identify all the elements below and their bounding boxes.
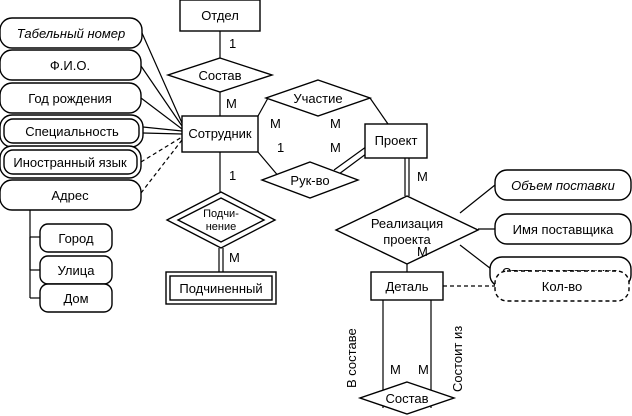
relationship-uchastie: Участие	[263, 79, 373, 117]
relationship-realizatsiya-line1: Реализация	[371, 216, 443, 231]
cardinality-sotrudnik-ruk-vo: 1	[277, 140, 284, 155]
entity-detal-label: Деталь	[386, 279, 429, 294]
attribute-gorod: Город	[39, 223, 113, 253]
attribute-dom: Дом	[39, 283, 113, 313]
entity-sotrudnik-label: Сотрудник	[188, 126, 251, 141]
attribute-inostranny-yazyk: Иностранный язык	[0, 145, 142, 179]
relationship-sostav-top-label: Состав	[198, 68, 241, 83]
attribute-god-rozhdeniya-label: Год рождения	[28, 91, 112, 106]
relationship-podchinenie-line2: нение	[206, 221, 237, 233]
relationship-podchinenie: Подчи- нение	[165, 191, 277, 249]
attribute-obem-postavki-label: Объем поставки	[511, 178, 615, 193]
role-label-sostoit-iz: Состоит из	[450, 326, 465, 392]
relationship-sostav-bottom-visible: Состав	[357, 381, 457, 415]
attribute-inostranny-yazyk-label: Иностранный язык	[13, 155, 127, 170]
attribute-imya-postavshchika: Имя поставщика	[494, 213, 632, 245]
entity-detal: Деталь	[370, 271, 444, 301]
attribute-ulitsa: Улица	[39, 255, 113, 285]
attribute-imya-postavshchika-label: Имя поставщика	[513, 222, 615, 237]
attribute-tabelny-nomer-label: Табельный номер	[17, 26, 125, 41]
relationship-realizatsiya-line2: проекта	[383, 232, 431, 247]
cardinality-sostav-sotrudnik: M	[226, 96, 237, 111]
entity-otdel-label: Отдел	[201, 8, 239, 23]
cardinality-otdel-sostav: 1	[229, 36, 236, 51]
cardinality-podchinenie-podchinenny: M	[229, 250, 240, 265]
attribute-god-rozhdeniya: Год рождения	[0, 82, 142, 114]
cardinality-sotrudnik-podchinenie: 1	[229, 168, 236, 183]
role-label-v-sostave: В составе	[344, 328, 359, 388]
attribute-kol-vo-label: Кол-во	[542, 279, 582, 294]
entity-podchinenny: Подчиненный	[165, 271, 277, 305]
attribute-dom-label: Дом	[63, 291, 88, 306]
entity-podchinenny-label: Подчиненный	[179, 281, 262, 296]
entity-sotrudnik: Сотрудник	[181, 115, 259, 153]
relationship-sostav-top: Состав	[165, 57, 275, 93]
attribute-gorod-label: Город	[58, 231, 94, 246]
entity-proekt-label: Проект	[375, 133, 418, 148]
cardinality-detal-sostav-right: M	[418, 362, 429, 377]
entity-proekt: Проект	[364, 123, 428, 159]
relationship-podchinenie-line1: Подчи-	[203, 208, 239, 220]
attribute-adres-label: Адрес	[51, 188, 89, 203]
relationship-sostav-bottom-label: Состав	[385, 391, 428, 406]
attribute-tabelny-nomer: Табельный номер	[0, 17, 143, 49]
cardinality-realizatsiya-detal: M	[417, 244, 428, 259]
attribute-obem-postavki: Объем поставки	[494, 169, 632, 201]
cardinality-uchastie-proekt: M	[330, 116, 341, 131]
cardinality-labels: 1 M M M 1 M 1 M M M M M	[226, 36, 429, 377]
cardinality-proekt-realizatsiya: M	[417, 169, 428, 184]
attribute-fio: Ф.И.О.	[0, 49, 142, 81]
attribute-spetsialnost-label: Специальность	[25, 124, 119, 139]
attribute-ulitsa-label: Улица	[58, 263, 96, 278]
relationship-uchastie-label: Участие	[293, 91, 342, 106]
cardinality-detal-sostav-left: M	[390, 362, 401, 377]
attribute-adres: Адрес	[0, 179, 142, 211]
attribute-kol-vo: Кол-во	[494, 270, 630, 302]
relationship-ruk-vo-label: Рук-во	[290, 173, 329, 188]
attribute-spetsialnost: Специальность	[0, 114, 144, 148]
relationship-ruk-vo: Рук-во	[260, 161, 360, 199]
cardinality-sotrudnik-uchastie: M	[270, 116, 281, 131]
relationship-realizatsiya: Реализация проекта	[334, 195, 480, 265]
cardinality-ruk-vo-proekt: M	[330, 140, 341, 155]
attribute-fio-label: Ф.И.О.	[50, 58, 90, 73]
entity-otdel: Отдел	[179, 0, 261, 32]
